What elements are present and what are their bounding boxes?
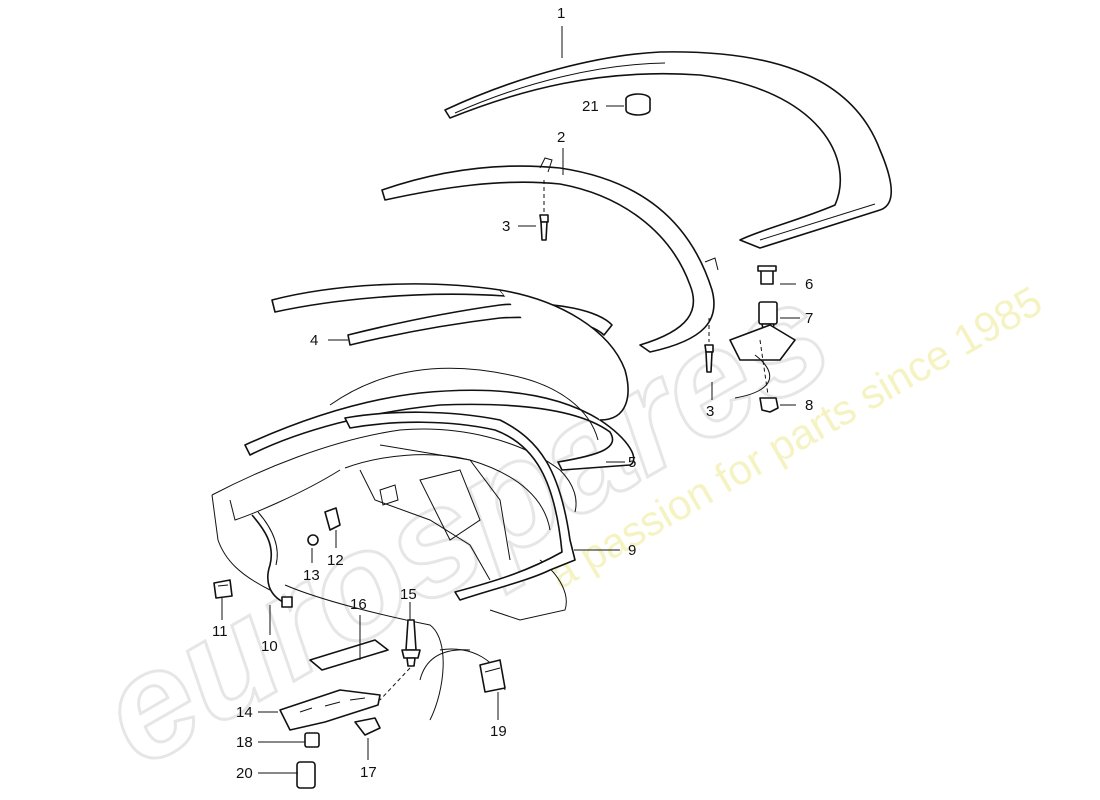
part-18-grommet — [304, 732, 320, 748]
callout-12: 12 — [327, 552, 344, 569]
part-17-retainer — [354, 717, 381, 736]
callout-3-upper: 3 — [502, 218, 510, 235]
callout-11: 11 — [212, 623, 228, 640]
callout-8: 8 — [805, 397, 813, 414]
part-1-top-frame-seal — [444, 51, 892, 249]
callout-19: 19 — [490, 723, 507, 740]
callout-10: 10 — [261, 638, 278, 655]
callout-1: 1 — [557, 5, 565, 22]
part-12-clip — [324, 507, 341, 531]
callout-2: 2 — [557, 129, 565, 146]
callout-21: 21 — [582, 98, 599, 115]
callout-3-lower: 3 — [706, 403, 714, 420]
part-3-screw-upper — [539, 180, 549, 241]
callout-4: 4 — [310, 332, 318, 349]
part-20-plug — [296, 761, 316, 789]
part-19-bumper — [479, 659, 506, 693]
part-14-bracket — [279, 689, 381, 731]
part-6-bolt — [757, 265, 777, 285]
watermark-brand: eurospares — [72, 248, 856, 798]
part-13-nut — [307, 534, 319, 546]
callout-labels: 1 2 3 3 4 5 6 7 8 9 10 11 12 13 14 15 16… — [212, 5, 813, 782]
callout-20: 20 — [236, 765, 253, 782]
car-body — [211, 367, 599, 721]
part-15-pin — [379, 619, 421, 701]
part-5-main-seal — [244, 289, 635, 471]
bracket — [729, 324, 796, 399]
callout-15: 15 — [400, 586, 417, 603]
part-21-plug — [625, 93, 651, 116]
callout-5: 5 — [628, 454, 636, 471]
callout-13: 13 — [303, 567, 320, 584]
part-4-seal-upper — [271, 283, 506, 313]
callout-16: 16 — [350, 596, 367, 613]
part-11-clip — [213, 579, 233, 599]
part-3-screw-lower — [704, 318, 714, 373]
part-9-trunk-seal — [344, 411, 576, 601]
part-2-rear-bow-seal — [381, 157, 719, 353]
part-16-pad — [309, 639, 389, 671]
part-8-nut — [759, 397, 779, 413]
callout-7: 7 — [805, 310, 813, 327]
callout-14: 14 — [236, 704, 253, 721]
callout-9: 9 — [628, 542, 636, 559]
callout-17: 17 — [360, 764, 377, 781]
part-10-hose — [251, 511, 293, 608]
callout-18: 18 — [236, 734, 253, 751]
callout-6: 6 — [805, 276, 813, 293]
leader-lines — [221, 26, 800, 774]
